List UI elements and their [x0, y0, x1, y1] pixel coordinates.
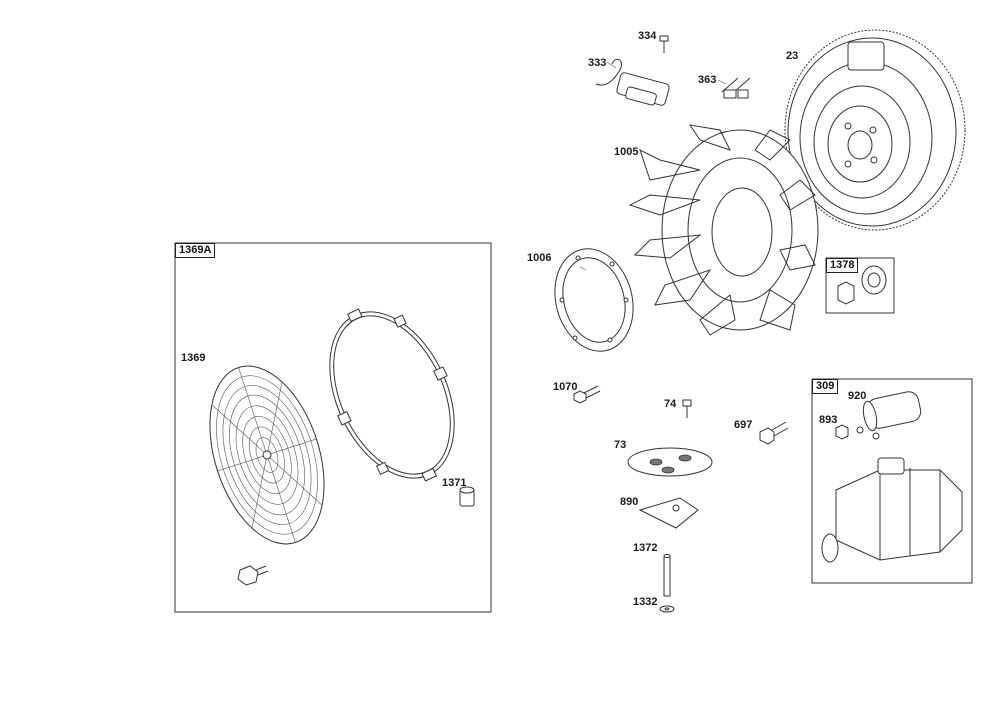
part-label-363: 363 [698, 74, 717, 86]
kit-1369a-box [174, 242, 492, 613]
part-label-1070: 1070 [553, 381, 578, 393]
ignition-coil-333 [595, 58, 670, 106]
part-label-1006: 1006 [527, 252, 552, 264]
screw-74 [682, 399, 692, 418]
part-label-334: 334 [638, 30, 657, 42]
part-label-23: 23 [786, 50, 799, 62]
guard-bolt [237, 565, 269, 586]
flywheel-23 [784, 29, 966, 231]
part-label-1369: 1369 [181, 352, 206, 364]
nut-washer-1378 [837, 265, 887, 305]
solenoid-920 [856, 391, 922, 440]
part-label-697: 697 [734, 419, 753, 431]
part-label-893: 893 [819, 414, 838, 426]
kit-309-box [811, 378, 973, 584]
part-label-333: 333 [588, 57, 607, 69]
fan-guard-1369 [209, 365, 325, 545]
gasket-1006 [554, 248, 634, 352]
part-label-1372: 1372 [633, 542, 658, 554]
part-label-890: 890 [620, 496, 639, 508]
leader-lines [579, 61, 727, 271]
bracket-890 [638, 497, 699, 529]
spacer-1371 [459, 486, 475, 507]
screw-334 [659, 35, 669, 53]
part-label-1371: 1371 [442, 477, 467, 489]
bolt-697 [759, 421, 789, 445]
starter-motor [821, 457, 963, 563]
stud-1372 [663, 554, 671, 597]
guard-ring [329, 308, 455, 482]
kit-label-309: 309 [812, 379, 839, 394]
kit-label-1369a: 1369A [175, 243, 216, 258]
part-label-920: 920 [848, 390, 867, 402]
cooling-fan-1005 [628, 124, 819, 336]
part-label-74: 74 [664, 398, 677, 410]
bolts-363 [721, 77, 751, 99]
plate-73 [627, 447, 713, 477]
part-label-1005: 1005 [614, 146, 639, 158]
part-label-73: 73 [614, 439, 627, 451]
bolt-1070 [573, 385, 601, 404]
kit-label-1378: 1378 [826, 258, 859, 273]
kit-1378-box [825, 257, 895, 314]
washer-1332 [659, 605, 675, 613]
part-label-1332: 1332 [633, 596, 658, 608]
nut-893 [835, 424, 849, 440]
